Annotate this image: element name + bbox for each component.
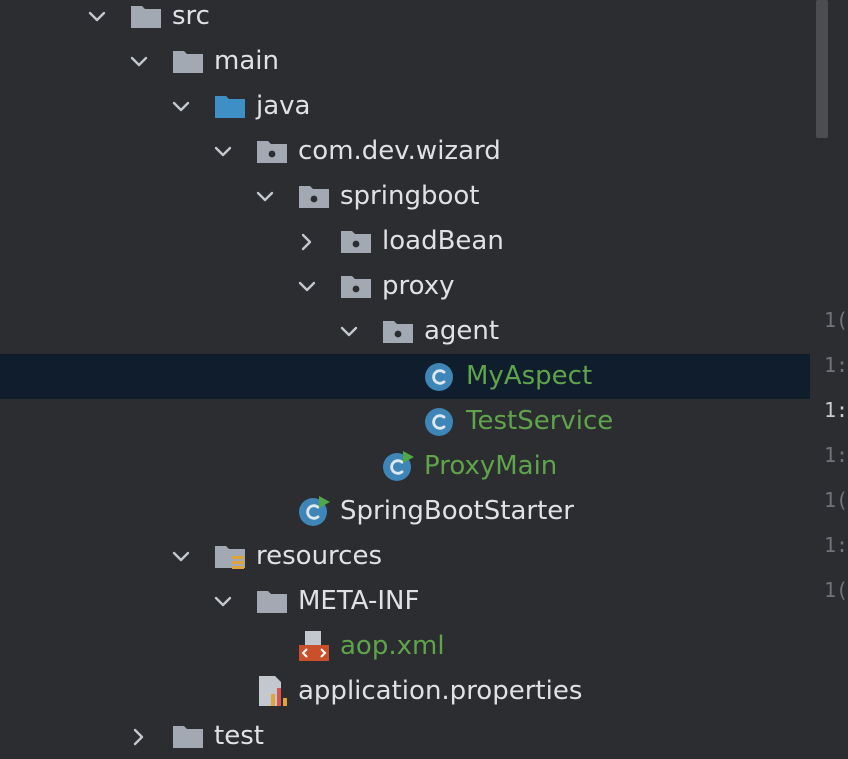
tree-node-aop-xml[interactable]: aop.xml bbox=[0, 624, 810, 669]
source-folder-icon bbox=[212, 88, 248, 124]
tree-node-label: META-INF bbox=[298, 586, 420, 616]
tree-node-com-dev-wizard[interactable]: com.dev.wizard bbox=[0, 129, 810, 174]
tree-node-label: main bbox=[214, 46, 279, 76]
class-icon bbox=[422, 403, 458, 439]
tree-node-meta-inf[interactable]: META-INF bbox=[0, 579, 810, 624]
tree-node-label: springboot bbox=[340, 181, 480, 211]
package-icon bbox=[338, 268, 374, 304]
tree-node-label: com.dev.wizard bbox=[298, 136, 501, 166]
chevron-down-icon[interactable] bbox=[168, 544, 194, 570]
package-icon bbox=[296, 178, 332, 214]
class-icon bbox=[422, 358, 458, 394]
chevron-down-icon[interactable] bbox=[294, 274, 320, 300]
tree-node-label: aop.xml bbox=[340, 631, 445, 661]
tree-node-application-properties[interactable]: application.properties bbox=[0, 669, 810, 714]
package-icon bbox=[254, 133, 290, 169]
chevron-down-icon[interactable] bbox=[84, 4, 110, 30]
chevron-down-icon[interactable] bbox=[126, 49, 152, 75]
tree-node-springboot[interactable]: springboot bbox=[0, 174, 810, 219]
chevron-right-icon[interactable] bbox=[294, 229, 320, 255]
folder-icon bbox=[170, 718, 206, 754]
properties-file-icon bbox=[254, 673, 290, 709]
tree-node-springbootstarter[interactable]: SpringBootStarter bbox=[0, 489, 810, 534]
folder-icon bbox=[254, 583, 290, 619]
class-runnable-icon bbox=[296, 493, 332, 529]
tree-node-main[interactable]: main bbox=[0, 39, 810, 84]
tree-node-label: test bbox=[214, 721, 264, 751]
folder-icon bbox=[170, 43, 206, 79]
tree-node-resources[interactable]: resources bbox=[0, 534, 810, 579]
tree-node-testservice[interactable]: TestService bbox=[0, 399, 810, 444]
tree-node-java[interactable]: java bbox=[0, 84, 810, 129]
tree-node-src[interactable]: src bbox=[0, 0, 810, 39]
tree-node-label: java bbox=[256, 91, 311, 121]
resources-folder-icon bbox=[212, 538, 248, 574]
tree-node-label: MyAspect bbox=[466, 361, 593, 391]
tree-node-proxymain[interactable]: ProxyMain bbox=[0, 444, 810, 489]
chevron-down-icon[interactable] bbox=[210, 589, 236, 615]
folder-icon bbox=[128, 0, 164, 34]
tree-node-label: ProxyMain bbox=[424, 451, 558, 481]
chevron-down-icon[interactable] bbox=[168, 94, 194, 120]
scrollbar-thumb[interactable] bbox=[816, 0, 828, 138]
tree-node-label: agent bbox=[424, 316, 500, 346]
xml-file-icon bbox=[296, 628, 332, 664]
tree-node-loadbean[interactable]: loadBean bbox=[0, 219, 810, 264]
class-runnable-icon bbox=[380, 448, 416, 484]
tree-node-label: src bbox=[172, 1, 210, 31]
tree-node-agent[interactable]: agent bbox=[0, 309, 810, 354]
chevron-down-icon[interactable] bbox=[210, 139, 236, 165]
tree-node-label: resources bbox=[256, 541, 383, 571]
package-icon bbox=[338, 223, 374, 259]
tree-node-myaspect[interactable]: MyAspect bbox=[0, 354, 810, 399]
tree-node-proxy[interactable]: proxy bbox=[0, 264, 810, 309]
tree-node-label: TestService bbox=[466, 406, 614, 436]
chevron-down-icon[interactable] bbox=[336, 319, 362, 345]
chevron-right-icon[interactable] bbox=[126, 724, 152, 750]
tree-node-label: loadBean bbox=[382, 226, 504, 256]
package-icon bbox=[380, 313, 416, 349]
tree-node-label: proxy bbox=[382, 271, 455, 301]
tree-node-test[interactable]: test bbox=[0, 714, 810, 759]
chevron-down-icon[interactable] bbox=[252, 184, 278, 210]
tree-node-label: application.properties bbox=[298, 676, 583, 706]
tree-node-label: SpringBootStarter bbox=[340, 496, 574, 526]
